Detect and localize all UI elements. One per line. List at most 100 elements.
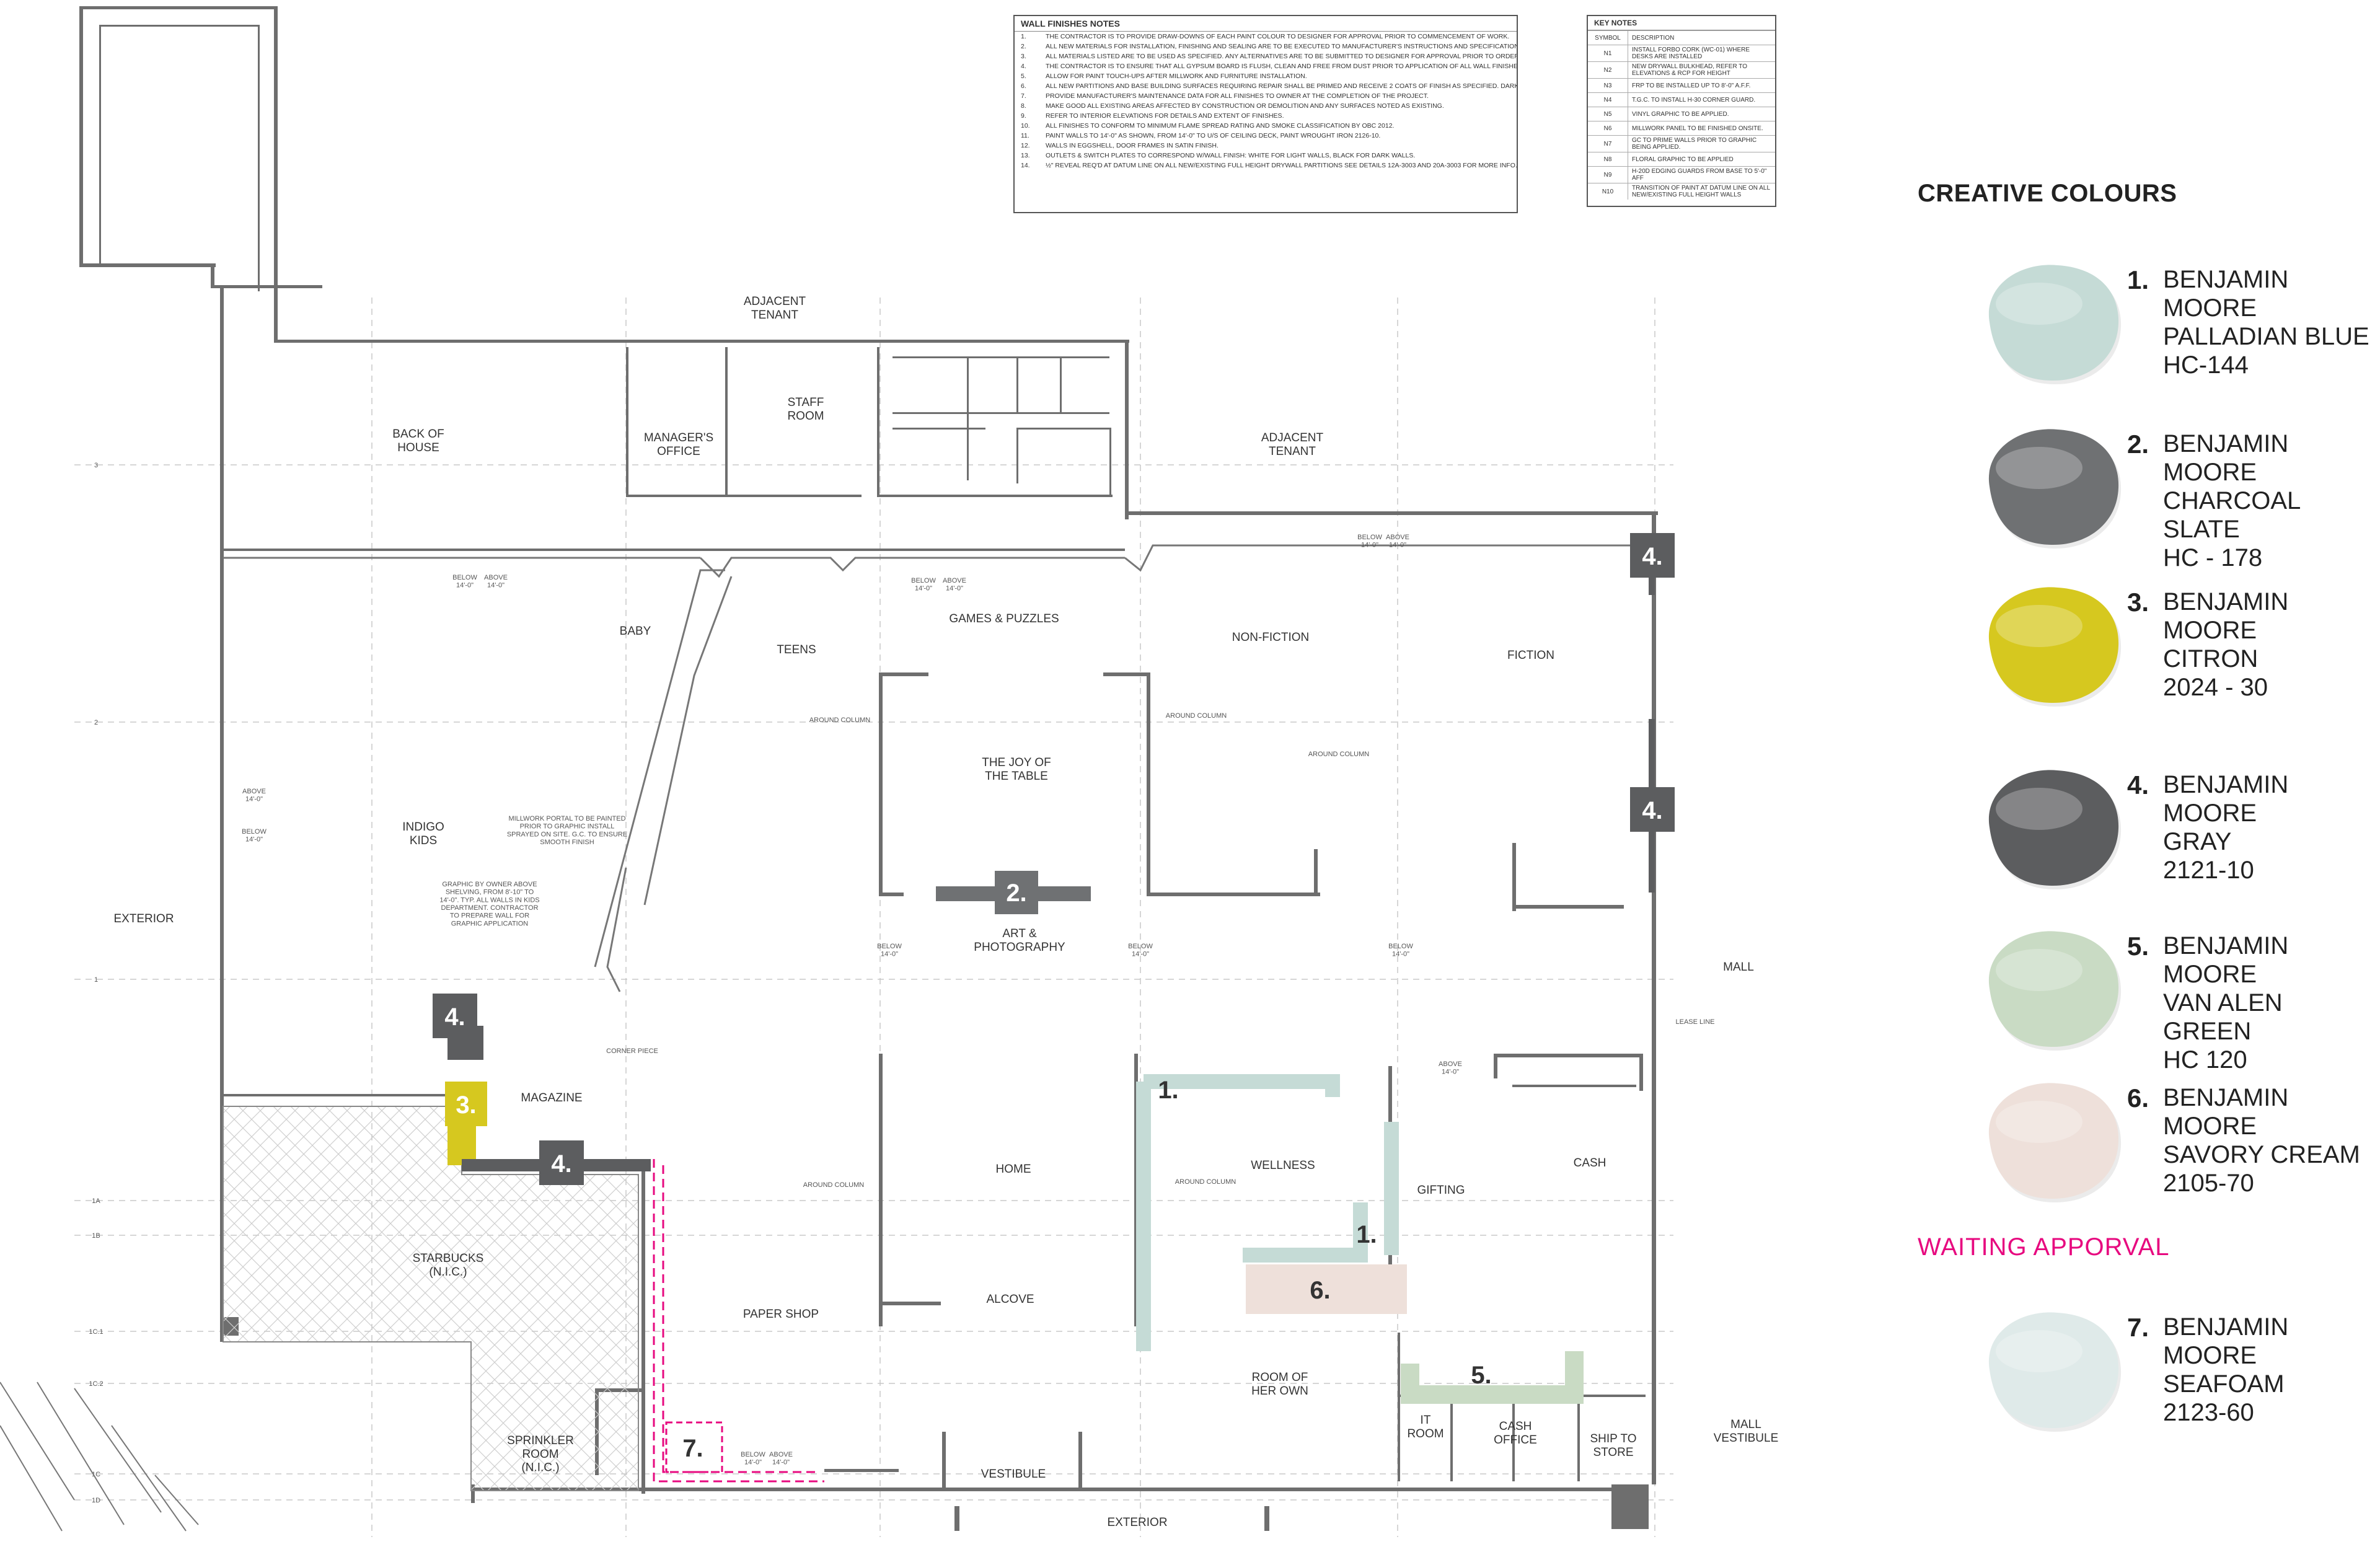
legend-item-number: 5.	[2127, 932, 2149, 961]
wall-note-item: 1.THE CONTRACTOR IS TO PROVIDE DRAW-DOWN…	[1015, 32, 1517, 42]
legend-item-brand: BENJAMIN MOORE	[2163, 266, 2289, 322]
wall-note-number: 3.	[1021, 53, 1026, 60]
room-label: EXTERIOR	[1107, 1516, 1167, 1529]
legend-item-number: 7.	[2127, 1313, 2149, 1342]
paint-swatch-icon	[1988, 770, 2122, 890]
wall-note-item: 8.MAKE GOOD ALL EXISTING AREAS AFFECTED …	[1015, 101, 1517, 111]
key-note-symbol: N1	[1588, 45, 1628, 62]
wall-note-item: 9.REFER TO INTERIOR ELEVATIONS FOR DETAI…	[1015, 111, 1517, 121]
legend-item-name: GRAY	[2163, 828, 2232, 855]
wall-note-number: 12.	[1021, 142, 1030, 149]
legend-item-code: 2121-10	[2163, 857, 2254, 884]
wall-note-number: 1.	[1021, 33, 1026, 40]
wall-note-number: 2.	[1021, 43, 1026, 50]
parking-lines	[0, 1382, 199, 1532]
grid-label: 1A	[92, 1197, 100, 1205]
wall-note-item: 2. ALL NEW MATERIALS FOR INSTALLATION, FI…	[1015, 42, 1517, 51]
room-label: CORNER PIECE	[606, 1047, 658, 1055]
key-note-symbol: N5	[1588, 107, 1628, 121]
room-label: HOME	[996, 1163, 1031, 1176]
wall-note-item: 13.OUTLETS & SWITCH PLATES TO CORRESPOND…	[1015, 151, 1517, 161]
wall-note-text: OUTLETS & SWITCH PLATES TO CORRESPOND W/…	[1046, 152, 1416, 159]
grid-label: 2	[94, 719, 98, 726]
grid-label: 3	[94, 462, 98, 469]
key-note-description: GC TO PRIME WALLS PRIOR TO GRAPHIC BEING…	[1628, 135, 1775, 152]
room-label: CASH	[1574, 1157, 1606, 1170]
room-label: MALL	[1723, 961, 1754, 974]
wall-note-number: 4.	[1021, 63, 1026, 70]
tag-4: 4.	[551, 1150, 571, 1178]
paint-swatch-icon	[1988, 1083, 2122, 1203]
room-label: NON-FICTION	[1232, 631, 1310, 644]
wall-note-number: 5.	[1021, 73, 1026, 80]
key-note-description: NEW DRYWALL BULKHEAD, REFER TO ELEVATION…	[1628, 61, 1775, 79]
tag-4: 4.	[1642, 543, 1662, 570]
room-label: BABY	[620, 625, 651, 638]
wall-note-item: 14.½" REVEAL REQ'D AT DATUM LINE ON ALL …	[1015, 161, 1517, 170]
colour-legend: CREATIVE COLOURS WAITING APPORVAL 1.BENJ…	[1872, 0, 2380, 1565]
wall-note-text: ALL NEW MATERIALS FOR INSTALLATION, FINI…	[1046, 43, 1517, 50]
room-label: LEASE LINE	[1676, 1018, 1715, 1026]
key-note-description: MILLWORK PANEL TO BE FINISHED ONSITE.	[1628, 121, 1775, 136]
room-label: ART &PHOTOGRAPHY	[974, 927, 1065, 954]
legend-item-name: CHARCOAL SLATE	[2163, 487, 2300, 543]
tag-2: 2.	[1006, 879, 1026, 907]
tag-1: 1.	[1356, 1221, 1377, 1248]
wall-note-text: ALL NEW PARTITIONS AND BASE BUILDING SUR…	[1046, 82, 1517, 90]
room-label: VESTIBULE	[981, 1468, 1046, 1481]
key-note-symbol: N8	[1588, 152, 1628, 167]
wall-note-text: ½" REVEAL REQ'D AT DATUM LINE ON ALL NEW…	[1046, 162, 1517, 169]
wall-note-item: 11.PAINT WALLS TO 14'-0" AS SHOWN, FROM …	[1015, 131, 1517, 141]
legend-item-code: HC 120	[2163, 1046, 2247, 1073]
colour-tags: 2. 4. 4. 4. 4. 3. 1. 1. 6. 5. 7.	[433, 533, 1675, 1462]
legend-item-code: 2123-60	[2163, 1399, 2254, 1426]
grid-label: 1C.2	[89, 1380, 103, 1388]
key-note-symbol: N9	[1588, 166, 1628, 183]
legend-item-number: 2.	[2127, 430, 2149, 459]
wall-note-number: 9.	[1021, 112, 1026, 120]
floor-plan-drawing: 3 2 1 1A 1B 1C.1 1C.2 1C 1D	[0, 6, 1778, 1537]
tag-3: 3.	[456, 1091, 476, 1119]
legend-item-number: 1.	[2127, 265, 2149, 294]
height-tag: AROUND COLUMN	[809, 716, 870, 724]
room-label: GIFTING	[1417, 1184, 1465, 1197]
height-tag: AROUND COLUMN	[1175, 1178, 1236, 1186]
wall-finishes-notes-list: 1.THE CONTRACTOR IS TO PROVIDE DRAW-DOWN…	[1015, 32, 1517, 170]
wall-note-number: 7.	[1021, 92, 1026, 100]
wall-finishes-notes: WALL FINISHES NOTES 1.THE CONTRACTOR IS …	[1013, 15, 1518, 213]
wall-note-item: 4.THE CONTRACTOR IS TO ENSURE THAT ALL G…	[1015, 61, 1517, 71]
legend-item-brand: BENJAMIN MOORE	[2163, 771, 2289, 827]
legend-item-name: CITRON	[2163, 645, 2259, 672]
key-note-description: VINYL GRAPHIC TO BE APPLIED.	[1628, 107, 1775, 121]
